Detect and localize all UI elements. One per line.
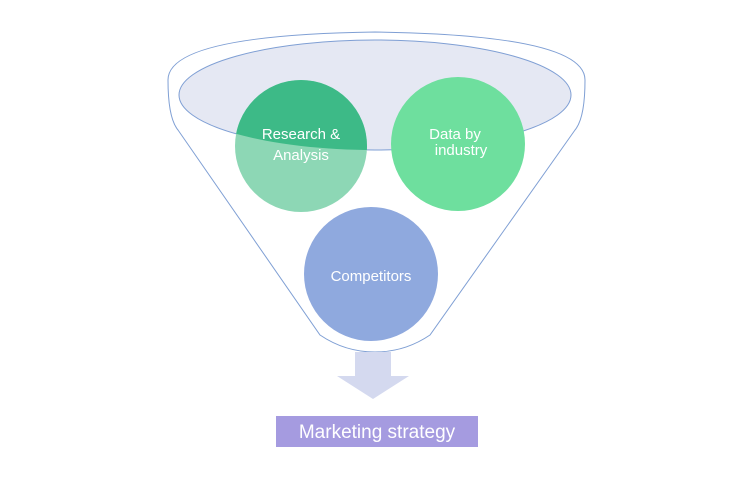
data-by-industry-label-line2: industry	[435, 142, 488, 159]
circle-data-by-industry	[391, 77, 525, 211]
circle-competitors	[304, 207, 438, 341]
competitors-label: Competitors	[331, 268, 412, 285]
research-analysis-label-line1: Research &	[262, 126, 340, 143]
down-arrow-icon	[337, 352, 409, 399]
research-analysis-label-line2: Analysis	[273, 147, 329, 164]
result-box	[276, 416, 478, 447]
data-by-industry-label-line1: Data by	[429, 126, 481, 143]
funnel-outline	[167, 31, 586, 353]
result-label: Marketing strategy	[299, 422, 456, 443]
